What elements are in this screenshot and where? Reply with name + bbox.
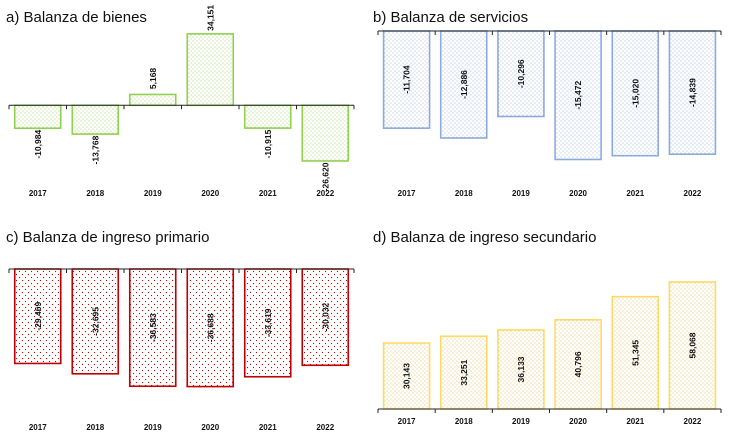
value-label-goods-2017: -10,984 [33, 130, 43, 159]
value-label-secondary-income-2022: 58,068 [687, 332, 697, 358]
bar-marks-secondary-income: 30,143 33,251 36,133 40,796 51,345 58,068 [377, 281, 722, 413]
value-label-services-2017: -11,704 [402, 65, 412, 94]
value-label-services-2018: -12,886 [459, 70, 469, 99]
value-label-secondary-income-2021: 51,345 [630, 340, 640, 366]
tick-label-primary-income-2018: 2018 [86, 423, 104, 432]
value-label-goods-2019: 5,168 [148, 68, 158, 90]
tick-label-goods-2020: 2020 [201, 189, 219, 198]
chart-title-services: b) Balanza de servicios [373, 9, 528, 26]
tick-label-services-2017: 2017 [398, 189, 416, 198]
bar-primary-income-2020 [186, 268, 235, 388]
tick-label-secondary-income-2021: 2021 [626, 417, 644, 426]
chart-panel-primary-income: c) Balanza de ingreso primario -29,469 -3… [6, 229, 355, 432]
tick-label-services-2018: 2018 [455, 189, 473, 198]
tick-label-goods-2019: 2019 [144, 189, 162, 198]
value-label-primary-income-2022: -30,032 [320, 302, 330, 331]
value-label-secondary-income-2018: 33,251 [459, 359, 469, 385]
chart-panel-goods: a) Balanza de bienes -10,984 -13,768 5,168… [6, 5, 355, 198]
bar-primary-income-2017 [13, 268, 62, 365]
value-label-primary-income-2019: -36,583 [148, 313, 158, 342]
tick-label-services-2022: 2022 [684, 189, 702, 198]
tick-labels-secondary-income: 2017 2018 2019 2020 2021 2022 [398, 417, 702, 426]
bar-primary-income-2018 [71, 268, 120, 375]
tick-label-secondary-income-2022: 2022 [684, 417, 702, 426]
value-label-primary-income-2021: -33,619 [263, 308, 273, 337]
tick-label-secondary-income-2018: 2018 [455, 417, 473, 426]
value-label-services-2022: -14,839 [687, 78, 697, 107]
bar-goods-2021 [243, 104, 292, 129]
bar-goods-2022 [301, 104, 350, 162]
bar-services-2021 [611, 30, 660, 157]
value-label-goods-2021: -10,915 [263, 129, 273, 158]
tick-label-primary-income-2022: 2022 [316, 423, 334, 432]
tick-label-goods-2018: 2018 [86, 189, 104, 198]
chart-title-primary-income: c) Balanza de ingreso primario [6, 229, 209, 246]
bar-secondary-income-2019 [497, 329, 545, 410]
tick-label-services-2020: 2020 [569, 189, 587, 198]
tick-label-secondary-income-2017: 2017 [398, 417, 416, 426]
tick-label-goods-2017: 2017 [29, 189, 47, 198]
chart-title-secondary-income: d) Balanza de ingreso secundario [373, 229, 596, 246]
value-label-services-2019: -10,296 [516, 59, 526, 88]
tick-label-primary-income-2021: 2021 [259, 423, 277, 432]
bar-goods-2019 [128, 93, 177, 107]
bar-services-2019 [497, 30, 545, 118]
tick-labels-services: 2017 2018 2019 2020 2021 2022 [398, 189, 702, 198]
tick-label-goods-2021: 2021 [259, 189, 277, 198]
bar-secondary-income-2020 [554, 318, 602, 410]
value-label-goods-2020: 34,151 [205, 5, 215, 31]
value-label-goods-2018: -13,768 [90, 135, 100, 164]
value-label-services-2021: -15,020 [630, 79, 640, 108]
chart-title-goods: a) Balanza de bienes [6, 9, 147, 26]
bar-marks-services: -11,704 -12,886 -10,296 -15,472 -15,020 -14,8… [377, 30, 722, 161]
value-label-primary-income-2018: -32,695 [90, 307, 100, 336]
bar-marks-primary-income: -29,469 -32,695 -36,583 -36,688 -33,619 -30,0… [8, 268, 355, 388]
tick-label-primary-income-2019: 2019 [144, 423, 162, 432]
bar-goods-2020 [186, 33, 235, 107]
tick-label-primary-income-2020: 2020 [201, 423, 219, 432]
tick-label-goods-2022: 2022 [316, 189, 334, 198]
tick-label-primary-income-2017: 2017 [29, 423, 47, 432]
value-label-services-2020: -15,472 [573, 81, 583, 110]
bar-goods-2018 [71, 104, 120, 135]
bar-services-2020 [554, 30, 602, 161]
value-label-primary-income-2017: -29,469 [33, 302, 43, 331]
value-label-goods-2022: -26,620 [320, 162, 330, 191]
bar-primary-income-2019 [128, 268, 177, 388]
bar-goods-2017 [13, 104, 62, 130]
bar-marks-goods: -10,984 -13,768 5,168 34,151 -10,915 -26,620 [8, 5, 355, 191]
tick-label-services-2019: 2019 [512, 189, 530, 198]
bar-secondary-income-2017 [382, 342, 431, 410]
bar-services-2017 [382, 30, 431, 129]
chart-panel-services: b) Balanza de servicios -11,704-12,886-1… [373, 9, 722, 198]
bar-secondary-income-2018 [439, 335, 488, 410]
tick-label-secondary-income-2020: 2020 [569, 417, 587, 426]
value-label-secondary-income-2017: 30,143 [402, 363, 412, 389]
value-label-primary-income-2020: -36,688 [205, 313, 215, 342]
tick-label-services-2021: 2021 [626, 189, 644, 198]
tick-labels-primary-income: 2017 2018 2019 2020 2021 2022 [29, 423, 335, 432]
bar-services-2022 [668, 30, 717, 156]
tick-labels-goods: 2017 2018 2019 2020 2021 2022 [29, 189, 335, 198]
value-label-secondary-income-2019: 36,133 [516, 356, 526, 382]
tick-label-secondary-income-2019: 2019 [512, 417, 530, 426]
value-label-secondary-income-2020: 40,796 [573, 351, 583, 377]
